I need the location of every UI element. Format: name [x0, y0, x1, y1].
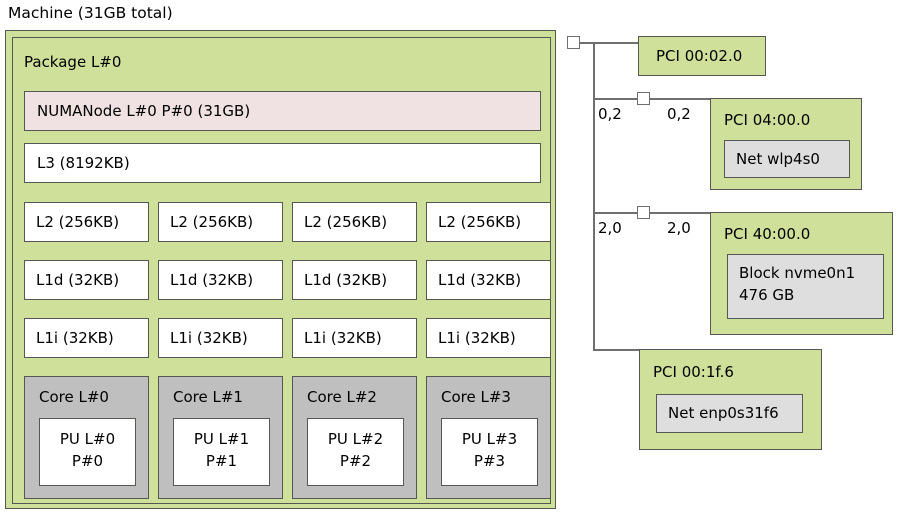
io-wire-branch-1: [593, 98, 711, 100]
l1i-cache-label: L1i (32KB): [170, 329, 248, 347]
l1i-cache-box-2: L1i (32KB): [292, 318, 417, 358]
pu-label-line2: P#1: [205, 452, 238, 470]
package-title: Package L#0: [24, 53, 122, 71]
l2-cache-box-0: L2 (256KB): [24, 202, 149, 242]
pu-label-line1: PU L#3: [461, 430, 518, 448]
core-title: Core L#3: [441, 388, 511, 406]
l1d-cache-label: L1d (32KB): [170, 271, 254, 289]
io-wire-root-h: [580, 42, 639, 44]
io-wire-branch-3: [593, 349, 640, 351]
pu-box: PU L#2 P#2: [307, 418, 404, 486]
core-box-3: Core L#3 PU L#3 P#3: [426, 376, 551, 499]
osdev-box: Net enp0s31f6: [656, 394, 803, 433]
l1d-cache-box-2: L1d (32KB): [292, 260, 417, 300]
io-wire-trunk: [593, 42, 595, 350]
l1i-cache-label: L1i (32KB): [438, 329, 516, 347]
pci-device-box-1: PCI 04:00.0 Net wlp4s0: [710, 98, 862, 190]
core-title: Core L#1: [173, 388, 243, 406]
l1i-cache-label: L1i (32KB): [304, 329, 382, 347]
pu-label-line1: PU L#0: [59, 430, 116, 448]
pu-box: PU L#0 P#0: [39, 418, 136, 486]
io-wire-branch-2: [593, 212, 711, 214]
l1d-cache-label: L1d (32KB): [36, 271, 120, 289]
core-box-2: Core L#2 PU L#2 P#2: [292, 376, 417, 499]
osdev-label-line1: Block nvme0n1: [739, 264, 856, 282]
io-bridge-hub-icon-2: [637, 206, 650, 219]
pu-box: PU L#1 P#1: [173, 418, 270, 486]
pu-label-line2: P#2: [339, 452, 372, 470]
io-bandwidth-label-right-2: 2,0: [667, 219, 691, 237]
pci-device-title: PCI 40:00.0: [724, 225, 811, 243]
osdev-label: Net enp0s31f6: [668, 404, 779, 422]
core-box-0: Core L#0 PU L#0 P#0: [24, 376, 149, 499]
pu-box: PU L#3 P#3: [441, 418, 538, 486]
l1d-cache-label: L1d (32KB): [304, 271, 388, 289]
l3-cache-box: L3 (8192KB): [24, 143, 541, 183]
l2-cache-label: L2 (256KB): [304, 213, 388, 231]
l2-cache-box-1: L2 (256KB): [158, 202, 283, 242]
pu-label-line1: PU L#2: [327, 430, 384, 448]
l2-cache-label: L2 (256KB): [36, 213, 120, 231]
osdev-box: Block nvme0n1 476 GB: [727, 254, 884, 319]
pci-device-title: PCI 00:1f.6: [653, 363, 734, 381]
l1d-cache-label: L1d (32KB): [438, 271, 522, 289]
pci-device-box-3: PCI 00:1f.6 Net enp0s31f6: [639, 349, 822, 450]
l2-cache-label: L2 (256KB): [438, 213, 522, 231]
pu-label-line2: P#3: [473, 452, 506, 470]
osdev-label-line2: 476 GB: [739, 286, 795, 304]
l2-cache-box-3: L2 (256KB): [426, 202, 551, 242]
pu-label-line1: PU L#1: [193, 430, 250, 448]
pci-device-box-2: PCI 40:00.0 Block nvme0n1 476 GB: [710, 212, 893, 335]
l1d-cache-box-0: L1d (32KB): [24, 260, 149, 300]
io-bandwidth-label-left-2: 2,0: [598, 219, 622, 237]
pci-device-box-0: PCI 00:02.0: [638, 36, 766, 76]
io-bandwidth-label-right-1: 0,2: [667, 105, 691, 123]
l1i-cache-box-3: L1i (32KB): [426, 318, 551, 358]
numanode-label: NUMANode L#0 P#0 (31GB): [37, 102, 251, 120]
package-box: Package L#0 NUMANode L#0 P#0 (31GB) L3 (…: [12, 37, 551, 504]
pci-device-title: PCI 00:02.0: [656, 47, 743, 65]
io-bandwidth-label-left-1: 0,2: [598, 105, 622, 123]
machine-title: Machine (31GB total): [8, 4, 173, 22]
l1i-cache-box-1: L1i (32KB): [158, 318, 283, 358]
l2-cache-label: L2 (256KB): [170, 213, 254, 231]
pu-label-line2: P#0: [71, 452, 104, 470]
l2-cache-box-2: L2 (256KB): [292, 202, 417, 242]
l1d-cache-box-1: L1d (32KB): [158, 260, 283, 300]
core-box-1: Core L#1 PU L#1 P#1: [158, 376, 283, 499]
pci-device-title: PCI 04:00.0: [724, 111, 811, 129]
machine-box: Package L#0 NUMANode L#0 P#0 (31GB) L3 (…: [5, 30, 556, 509]
core-title: Core L#0: [39, 388, 109, 406]
osdev-box: Net wlp4s0: [724, 140, 850, 178]
io-root-hub-icon: [567, 36, 580, 49]
l3-cache-label: L3 (8192KB): [37, 154, 130, 172]
l1d-cache-box-3: L1d (32KB): [426, 260, 551, 300]
osdev-label: Net wlp4s0: [736, 150, 820, 168]
numanode-box: NUMANode L#0 P#0 (31GB): [24, 91, 541, 131]
core-title: Core L#2: [307, 388, 377, 406]
l1i-cache-label: L1i (32KB): [36, 329, 114, 347]
l1i-cache-box-0: L1i (32KB): [24, 318, 149, 358]
io-bridge-hub-icon-1: [637, 92, 650, 105]
